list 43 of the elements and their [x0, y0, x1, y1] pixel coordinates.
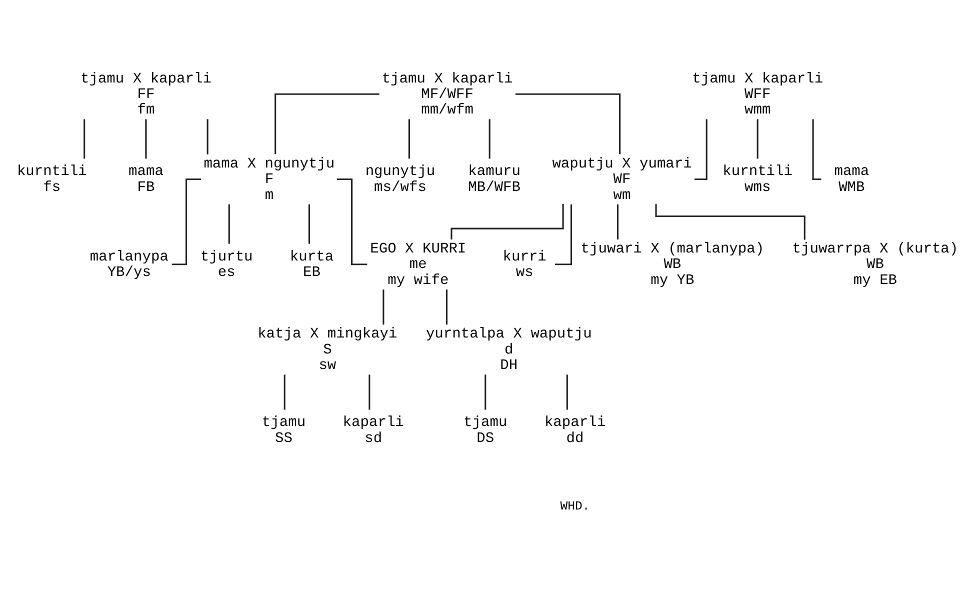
connector — [145, 119, 147, 159]
node-text: kurntili fs — [16, 164, 87, 196]
connector — [206, 119, 208, 154]
connector — [488, 119, 490, 159]
node-text: waputju X yumari WF wm — [552, 156, 692, 204]
node-text: tjamu X kaparli FF fm — [80, 71, 212, 119]
connector — [274, 93, 380, 154]
node-text: tjamu DS — [464, 415, 508, 447]
node-text: kaparli dd — [544, 415, 606, 447]
label: WHD. — [560, 499, 590, 514]
connector — [284, 374, 286, 410]
connector — [484, 374, 486, 410]
node-text: tjamu SS — [262, 415, 306, 447]
node-text: mama WMB — [834, 164, 870, 196]
connector — [382, 289, 384, 325]
node-text: tjuwarrpa X (kurta) WB my EB — [792, 242, 958, 289]
node-text: mama X ngunytju F m — [204, 156, 335, 204]
node-text: tjuwari X (marlanypa) WB my YB — [580, 242, 764, 289]
connector — [616, 204, 619, 240]
node-text: kurta EB — [290, 249, 334, 282]
connector — [446, 289, 448, 325]
connector — [554, 204, 572, 266]
connector — [308, 204, 310, 244]
node-text: tjamu X kaparli WFF wmm — [692, 71, 824, 119]
node-text: kaparli sd — [342, 415, 404, 447]
node-text: tjurtu es — [200, 249, 253, 282]
connector — [566, 374, 568, 410]
node-text: kamuru MB/WFB — [468, 164, 521, 196]
node-text: kurntili wms — [722, 164, 793, 196]
node-text: EGO X KURRI me my wife — [370, 242, 466, 289]
node-text: yurntalpa X waputju d DH — [426, 326, 592, 374]
connector — [408, 119, 410, 159]
node-text: marlanypa YB/ys — [90, 249, 168, 282]
node-text: katja X mingkayi S sw — [258, 326, 398, 374]
connector — [756, 119, 758, 159]
node-text: kurri ws — [502, 249, 546, 282]
connector — [228, 204, 230, 244]
node-text: ngunytju ms/wfs — [365, 164, 436, 196]
connector — [84, 119, 86, 159]
node-text: mama FB — [128, 164, 164, 196]
connector — [368, 374, 370, 410]
node-text: tjamu X kaparli MF/WFF mm/wfm — [382, 71, 513, 119]
connector — [515, 93, 621, 154]
